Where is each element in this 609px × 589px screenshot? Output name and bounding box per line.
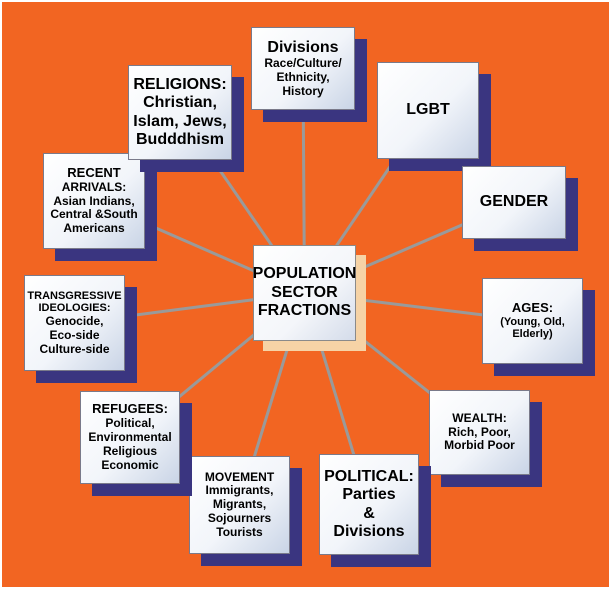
center-node-population-sector-fractions: POPULATION SECTOR FRACTIONS xyxy=(253,245,356,341)
wealth-title: WEALTH: xyxy=(452,410,507,425)
religions-title: RELIGIONS: xyxy=(133,75,227,93)
movement-line-4: Tourists xyxy=(216,524,263,539)
node-movement: MOVEMENT Immigrants, Migrants, Sojourner… xyxy=(189,456,290,554)
node-gender: GENDER xyxy=(462,166,566,239)
religions-line-1: Christian, xyxy=(143,94,217,112)
refugees-line-1: Political, xyxy=(105,416,155,431)
political-line-2: & xyxy=(363,504,375,522)
wealth-line-1: Rich, Poor, xyxy=(448,424,511,439)
refugees-title: REFUGEES: xyxy=(92,401,168,417)
frame-bottom-line xyxy=(0,587,609,589)
node-lgbt: LGBT xyxy=(377,62,479,159)
refugees-line-2: Environmental xyxy=(88,430,172,445)
frame-left-line xyxy=(0,0,2,589)
recent-line-4: Americans xyxy=(63,221,125,236)
refugees-line-3: Religious xyxy=(102,443,157,458)
node-wealth: WEALTH: Rich, Poor, Morbid Poor xyxy=(429,390,530,475)
political-line-1: Parties xyxy=(342,486,396,504)
recent-title: RECENT xyxy=(67,164,121,180)
movement-line-2: Migrants, xyxy=(212,497,267,512)
ages-line-1: (Young, Old, xyxy=(500,315,565,328)
religions-line-2: Islam, Jews, xyxy=(133,112,227,130)
wealth-line-2: Morbid Poor xyxy=(444,438,515,453)
ages-line-2: Elderly) xyxy=(512,328,553,341)
center-line-1: POPULATION xyxy=(252,265,357,283)
political-title: POLITICAL: xyxy=(324,467,414,485)
node-ages: AGES: (Young, Old, Elderly) xyxy=(482,278,583,364)
recent-line-1: ARRIVALS: xyxy=(61,179,127,194)
center-line-3: FRACTIONS xyxy=(257,302,352,320)
transgressive-line-2: Genocide, xyxy=(45,313,104,328)
political-line-3: Divisions xyxy=(333,522,405,540)
divisions-line-3: History xyxy=(282,83,324,98)
movement-line-1: Immigrants, xyxy=(205,483,274,498)
node-transgressive-ideologies: TRANSGRESSIVE IDEOLOGIES: Genocide, Eco-… xyxy=(24,275,125,371)
center-line-2: SECTOR xyxy=(271,283,338,301)
lgbt-title: LGBT xyxy=(406,101,450,119)
religions-line-3: Budddhism xyxy=(136,130,224,148)
node-political: POLITICAL: Parties & Divisions xyxy=(319,454,419,555)
movement-title: MOVEMENT xyxy=(204,469,275,484)
node-refugees: REFUGEES: Political, Environmental Relig… xyxy=(80,391,180,484)
divisions-line-1: Race/Culture/ xyxy=(264,56,342,70)
frame-top-line xyxy=(0,0,609,2)
recent-line-2: Asian Indians, xyxy=(53,193,135,208)
node-religions: RELIGIONS: Christian, Islam, Jews, Buddd… xyxy=(128,65,232,160)
transgressive-line-1: IDEOLOGIES: xyxy=(38,302,111,315)
transgressive-title: TRANSGRESSIVE xyxy=(27,289,122,302)
node-divisions: Divisions Race/Culture/ Ethnicity, Histo… xyxy=(251,27,355,110)
divisions-title: Divisions xyxy=(267,38,339,56)
gender-title: GENDER xyxy=(479,193,549,211)
divisions-line-2: Ethnicity, xyxy=(276,69,330,84)
recent-line-3: Central &South xyxy=(50,207,138,222)
ages-title: AGES: xyxy=(511,299,554,315)
movement-line-3: Sojourners xyxy=(207,510,272,525)
transgressive-line-3: Eco-side xyxy=(49,327,100,342)
node-recent-arrivals: RECENT ARRIVALS: Asian Indians, Central … xyxy=(43,153,145,249)
refugees-line-4: Economic xyxy=(101,457,159,472)
transgressive-line-4: Culture-side xyxy=(39,341,110,356)
